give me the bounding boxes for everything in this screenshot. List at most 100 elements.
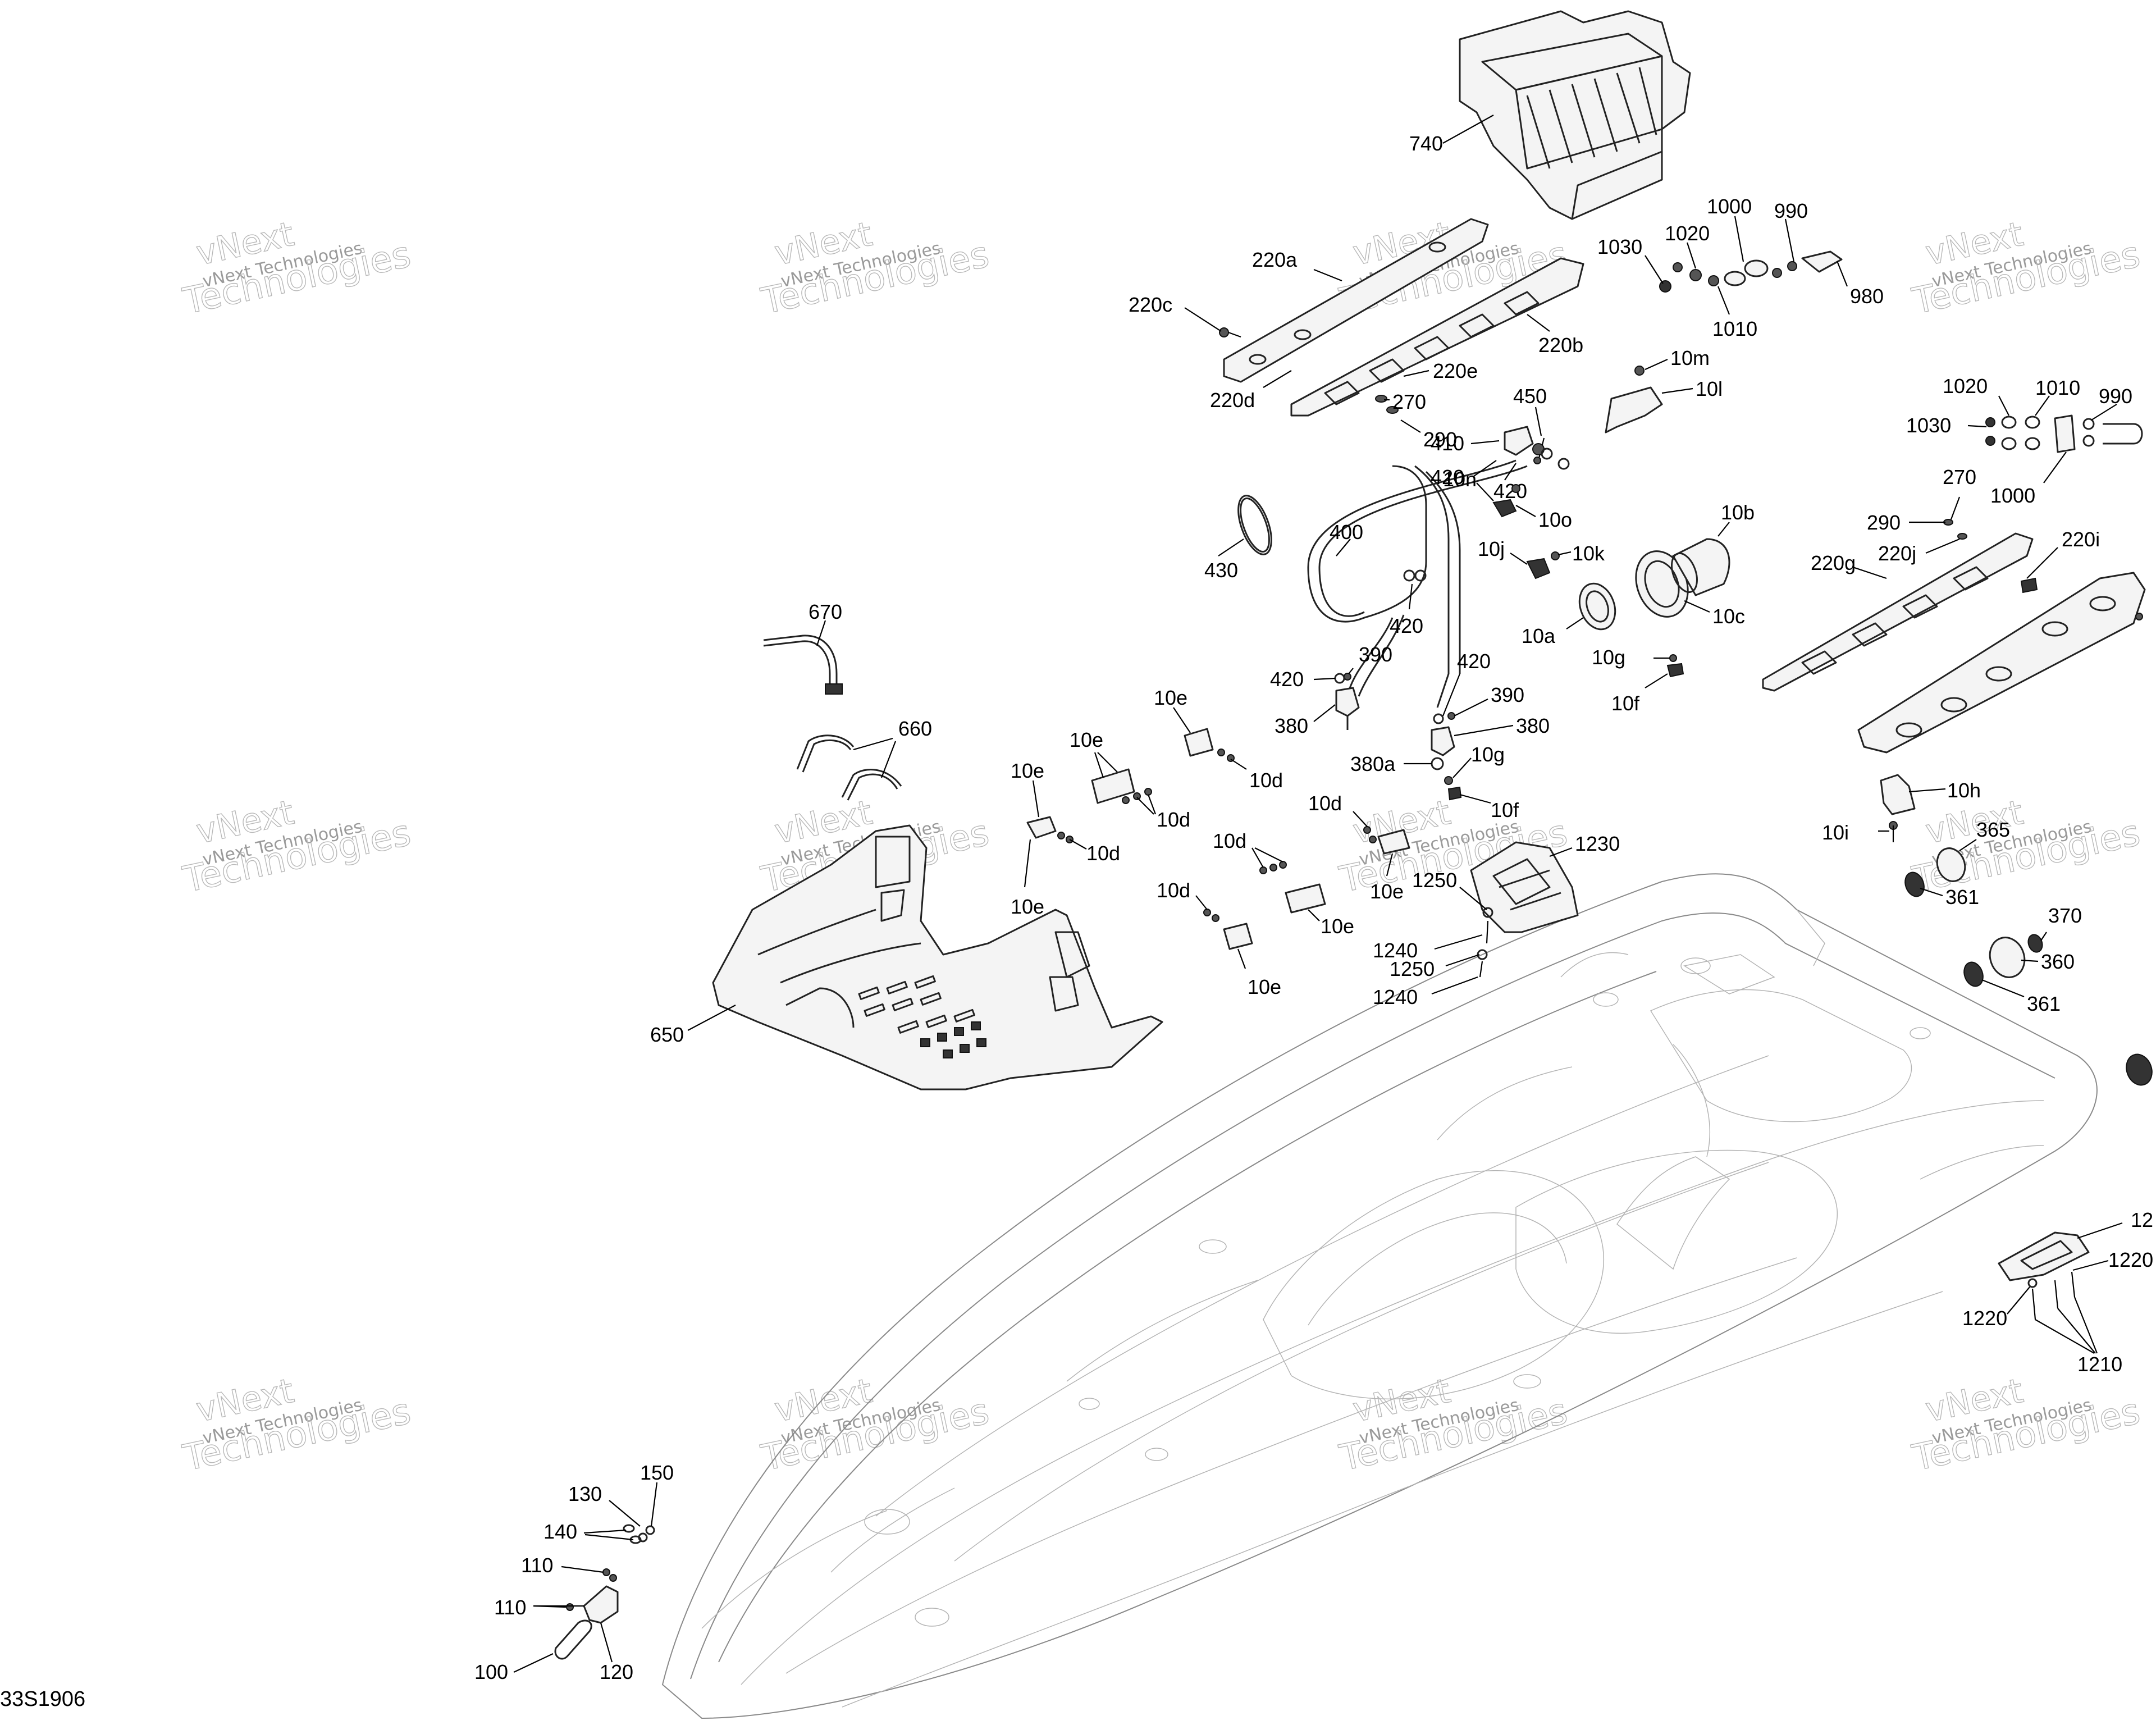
part-400-hose-assembly: [1307, 459, 1528, 730]
callout-361b: 361: [2027, 992, 2061, 1015]
callout-10o: 10o: [1538, 508, 1572, 531]
callout-1000b: 1000: [1990, 484, 2035, 507]
callout-290a: 290: [1423, 428, 1457, 451]
hardware-group-right: [1985, 414, 2143, 453]
callout-1010b: 1010: [2035, 376, 2080, 399]
leader-10e5: [1308, 909, 1320, 921]
leader-10m: [1645, 358, 1668, 371]
callout-1230: 1230: [1575, 832, 1620, 855]
leader-10d2b: [1147, 794, 1157, 815]
callout-220a: 220a: [1252, 248, 1298, 271]
part-380-valve-left: [1334, 673, 1360, 717]
leader-10d6: [1195, 895, 1208, 910]
callout-420b: 420: [1493, 480, 1527, 503]
leader-10c: [1684, 600, 1710, 613]
clip-10e-6: [1203, 909, 1253, 950]
part-660-handles: [796, 734, 902, 801]
part-365-fitting: [1904, 847, 1966, 897]
leader-1230: [1549, 847, 1573, 857]
part-410-fitting: [1504, 426, 1545, 456]
hull-body: [661, 873, 2098, 1719]
leader-220g: [1852, 566, 1887, 579]
leader-10f2: [1459, 793, 1491, 804]
callout-1010a: 1010: [1712, 317, 1757, 340]
callout-1220a: 1220: [2108, 1248, 2153, 1271]
leader-10e1: [1032, 780, 1040, 818]
leader-10d2a: [1136, 797, 1154, 815]
callout-660: 660: [898, 717, 932, 740]
callout-380b: 380: [1516, 714, 1550, 737]
part-650-deck-tray: [712, 824, 1163, 1090]
callout-10e5: 10e: [1321, 915, 1354, 938]
leader-10d1: [1069, 839, 1087, 850]
part-220i-rail-cover: [1857, 572, 2146, 754]
leader-290a: [1400, 419, 1421, 433]
hardware-group-upper: [1659, 250, 1843, 293]
clip-10e-5: [1259, 861, 1326, 914]
clip-10e-1: [1026, 816, 1074, 843]
callout-361a: 361: [1945, 886, 1979, 909]
part-bow-eye-assembly: [554, 1524, 655, 1660]
leader-380a: [1313, 704, 1336, 722]
leader-1000a: [1734, 216, 1744, 262]
callout-1240b: 1240: [1373, 985, 1418, 1008]
callout-980: 980: [1850, 285, 1884, 308]
callout-10h: 10h: [1947, 779, 1981, 802]
callout-1250a: 1250: [1412, 869, 1457, 892]
watermark-5: vNext vNext Technologies Technologies: [179, 792, 415, 901]
leader-10f1: [1645, 673, 1668, 688]
leader-10d5b: [1254, 847, 1283, 862]
leader-100: [513, 1653, 554, 1673]
callout-220i: 220i: [2062, 528, 2100, 551]
callout-220b: 220b: [1538, 334, 1583, 357]
callout-10g1: 10g: [1592, 646, 1625, 669]
leader-10h: [1908, 788, 1946, 793]
diagram-code: 33S1906: [0, 1687, 85, 1711]
leader-220a: [1313, 268, 1342, 282]
callout-370: 370: [2048, 904, 2082, 927]
part-360-fitting: [1963, 934, 2153, 1086]
leader-10e3: [1173, 707, 1191, 733]
callout-1240a: 1240: [1373, 939, 1418, 962]
leader-10n: [1476, 482, 1494, 501]
callout-220c: 220c: [1129, 293, 1172, 316]
callout-150: 150: [640, 1461, 674, 1484]
leader-361b: [1981, 979, 2025, 998]
leader-10k: [1557, 551, 1572, 556]
callout-10k: 10k: [1572, 542, 1605, 565]
leader-220d: [1263, 370, 1292, 388]
part-10l-bracket: [1605, 366, 1663, 433]
callout-1020b: 1020: [1943, 375, 1988, 398]
hardware-10g-10f-upper: [1666, 654, 1684, 678]
callout-10c: 10c: [1712, 605, 1745, 628]
leader-220b: [1527, 314, 1550, 332]
callout-1210: 1210: [2077, 1353, 2122, 1376]
callout-10e1: 10e: [1011, 759, 1044, 782]
callout-365: 365: [1976, 818, 2010, 841]
hardware-220c-screw: [1219, 327, 1241, 338]
callout-740: 740: [1409, 132, 1443, 155]
callout-10e2: 10e: [1070, 728, 1103, 751]
callout-390a: 390: [1359, 643, 1392, 666]
leader-1210a: [2035, 1319, 2095, 1354]
callout-380a2: 380a: [1350, 752, 1396, 775]
leader-140: [583, 1529, 627, 1534]
leader-360: [2021, 959, 2039, 962]
leader-390a: [1348, 668, 1354, 674]
callout-290b: 290: [1867, 511, 1901, 534]
part-10h-bracket: [1880, 774, 1916, 842]
callout-420a: 420: [1431, 466, 1464, 489]
leader-400: [1336, 539, 1351, 556]
watermark-4: vNext vNext Technologies Technologies: [1908, 214, 2144, 323]
callout-140: 140: [543, 1520, 577, 1543]
callout-360: 360: [2041, 950, 2075, 973]
watermark-10: vNext vNext Technologies Technologies: [757, 1371, 993, 1480]
callout-100: 100: [474, 1660, 508, 1683]
leader-361a: [1920, 887, 1943, 897]
leader-270b: [1950, 496, 1961, 520]
leader-1240b: [1431, 976, 1478, 995]
leader-660b: [880, 741, 897, 778]
callout-10i: 10i: [1822, 821, 1849, 844]
leader-10g2: [1452, 757, 1472, 778]
hardware-290-washer-a: [1386, 406, 1399, 414]
